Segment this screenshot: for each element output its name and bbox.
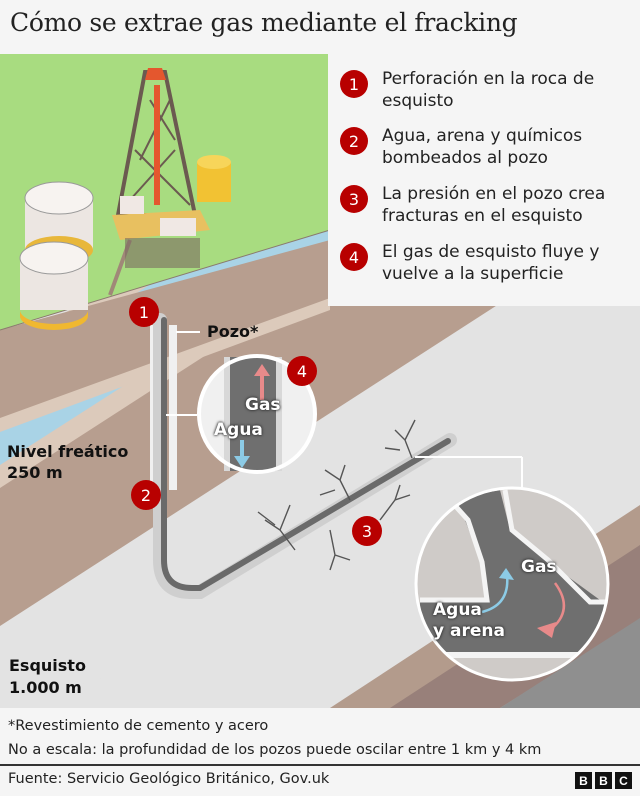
step-4-badge: 4 [340, 243, 368, 271]
step-4-text: El gas de esquisto fluye y vuelve a la s… [382, 242, 600, 284]
drilling-rig [108, 68, 210, 296]
fracture-gas-label: Gas [521, 557, 557, 577]
step-3-text: La presión en el pozo crea fracturas en … [382, 184, 606, 226]
inset-well-circle [197, 354, 317, 474]
storage-tanks [19, 181, 94, 330]
notes: *Revestimiento de cemento y acero No a e… [8, 714, 541, 762]
marker-2: 2 [131, 480, 161, 510]
footnote: *Revestimiento de cemento y acero [8, 718, 269, 734]
logo-letter: B [595, 772, 612, 789]
fracture-sand-label: y arena [433, 621, 505, 641]
page-title: Cómo se extrae gas mediante el fracking [10, 8, 518, 37]
step-2-badge: 2 [340, 127, 368, 155]
logo-letter: B [575, 772, 592, 789]
water-table-label: Nivel freático [7, 442, 129, 461]
footer-divider [0, 764, 640, 766]
marker-3: 3 [352, 516, 382, 546]
step-1-text: Perforación en la roca de esquisto [382, 69, 595, 111]
step-1-badge: 1 [340, 70, 368, 98]
marker-4: 4 [287, 356, 317, 386]
fracture-water-label: Agua [433, 600, 482, 620]
logo-letter: C [615, 772, 632, 789]
step-4: 4 El gas de esquisto fluye y vuelve a la… [340, 241, 632, 285]
inset-gas-label: Gas [245, 395, 281, 415]
inset-fracture-circle [414, 486, 610, 682]
step-3-badge: 3 [340, 185, 368, 213]
scale-note: No a escala: la profundidad de los pozos… [8, 742, 542, 758]
marker-1: 1 [129, 297, 159, 327]
shale-depth: 1.000 m [9, 678, 82, 697]
bbc-logo: B B C [575, 772, 632, 789]
inset-water-label: Agua [214, 420, 263, 440]
step-3: 3 La presión en el pozo crea fracturas e… [340, 183, 632, 227]
source: Fuente: Servicio Geológico Británico, Go… [8, 771, 330, 787]
fractures [257, 419, 416, 571]
step-2: 2 Agua, arena y químicos bombeados al po… [340, 125, 632, 169]
well-label: Pozo* [207, 322, 259, 341]
step-2-text: Agua, arena y químicos bombeados al pozo [382, 126, 583, 168]
shale-label: Esquisto [9, 656, 86, 675]
water-table-depth: 250 m [7, 463, 63, 482]
steps-legend: 1 Perforación en la roca de esquisto 2 A… [328, 54, 640, 306]
step-1: 1 Perforación en la roca de esquisto [340, 68, 632, 112]
